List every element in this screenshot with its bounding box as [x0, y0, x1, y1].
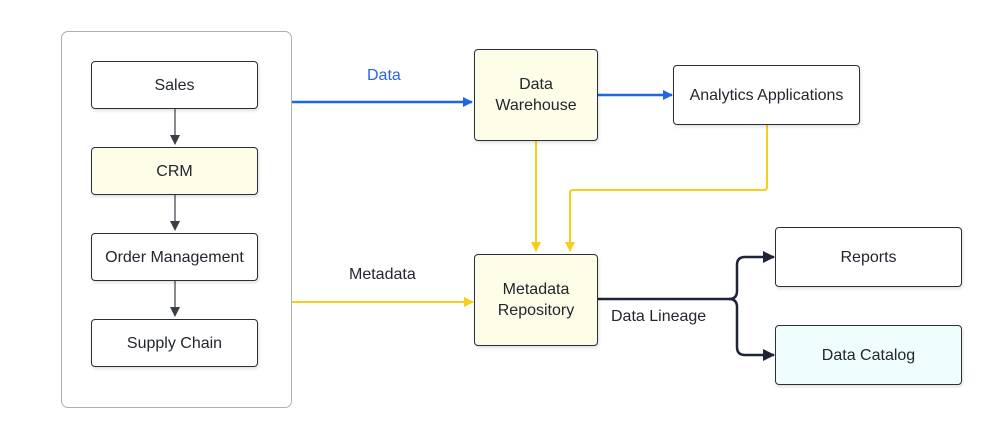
- node-sales: Sales: [91, 61, 258, 109]
- node-data-catalog: Data Catalog: [775, 325, 962, 385]
- edge-label-data: Data: [367, 67, 401, 84]
- lineage-to-reports-arrow: [597, 251, 775, 301]
- node-data-warehouse: Data Warehouse: [474, 49, 598, 141]
- node-analytics-applications: Analytics Applications: [673, 65, 860, 125]
- edge-label-data-lineage: Data Lineage: [611, 308, 707, 325]
- node-supply-chain: Supply Chain: [91, 319, 258, 367]
- node-crm: CRM: [91, 147, 258, 195]
- edge-label-metadata: Metadata: [349, 266, 416, 283]
- node-reports: Reports: [775, 227, 962, 287]
- analytics-to-repository-arrow: [565, 125, 768, 252]
- lineage-to-catalog-arrow: [728, 297, 775, 361]
- node-order-management: Order Management: [91, 233, 258, 281]
- node-metadata-repository: Metadata Repository: [474, 254, 598, 346]
